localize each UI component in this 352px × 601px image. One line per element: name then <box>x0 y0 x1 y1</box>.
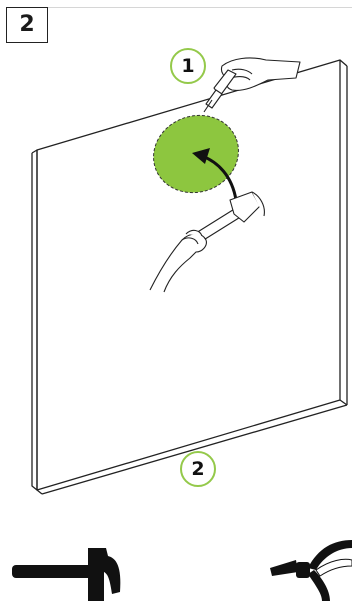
callout-2-badge: 2 <box>180 451 216 487</box>
callout-2-number: 2 <box>191 460 204 479</box>
callout-1-badge: 1 <box>170 48 206 84</box>
callout-1-number: 1 <box>181 57 194 76</box>
hammer-icon <box>12 548 120 601</box>
pliers-icon <box>270 540 352 601</box>
